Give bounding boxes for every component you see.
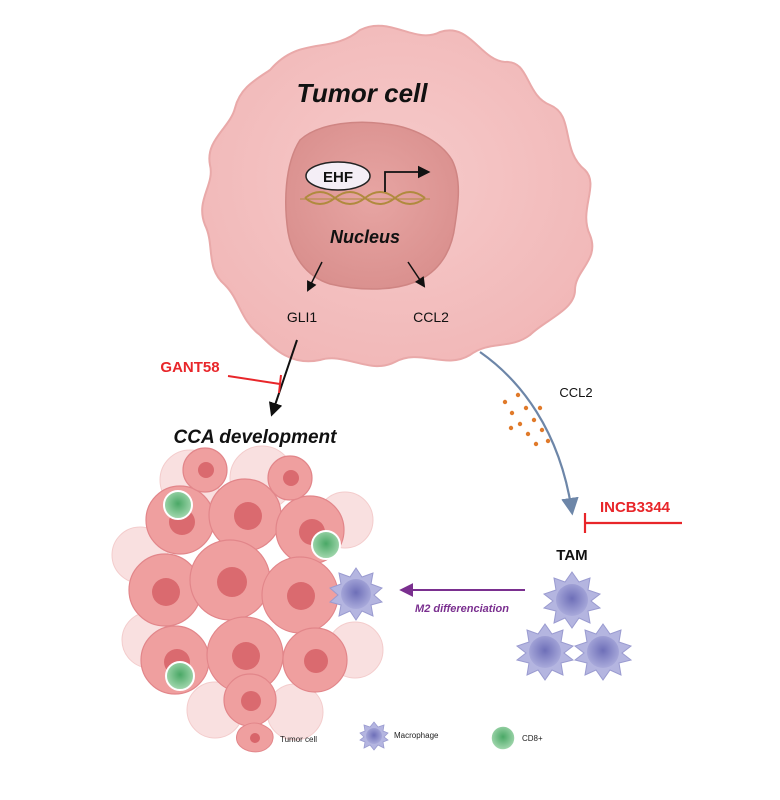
- tam-macrophage: [542, 571, 602, 629]
- ehf-factor: [305, 161, 371, 191]
- tumor-mass: [111, 445, 384, 741]
- tam-macrophage: [573, 623, 633, 681]
- cca-development-label: CCA development: [174, 427, 338, 448]
- nucleus: [285, 121, 460, 290]
- ehf-label: EHF: [323, 169, 353, 186]
- gli1-label: GLI1: [287, 309, 318, 325]
- nucleus-label: Nucleus: [330, 227, 400, 247]
- bent-arrow-icon: [384, 165, 431, 192]
- legend-macrophage-icon: [359, 721, 389, 751]
- tumor-cell-title: Tumor cell: [296, 78, 428, 108]
- legend: Tumor cell Macrophage CD8+: [236, 721, 543, 753]
- ccl2-secreted-label: CCL2: [559, 385, 592, 400]
- ccl2-secretion-arrow: [479, 351, 579, 516]
- tam-macrophage: [515, 623, 575, 681]
- macrophage-at-mass: [328, 567, 384, 621]
- arrow-to-gli1: [307, 261, 323, 292]
- legend-tumor-label: Tumor cell: [280, 735, 317, 744]
- legend-cd8-label: CD8+: [522, 734, 543, 743]
- ccl2-label: CCL2: [413, 309, 449, 325]
- incb3344-label: INCB3344: [600, 499, 671, 516]
- cd8-cell-in-mass: [163, 490, 341, 691]
- arrow-gli1-to-cca: [268, 339, 298, 417]
- m2-differentiation-label: M2 differenciation: [415, 603, 509, 615]
- incb3344-inhibition-icon: [583, 513, 682, 533]
- legend-tumor-icon: [236, 722, 274, 753]
- gant58-label: GANT58: [160, 359, 219, 376]
- legend-macrophage-label: Macrophage: [394, 731, 439, 740]
- t-bar-inhibition-icon: [227, 374, 282, 394]
- ccl2-dots: [502, 392, 551, 447]
- legend-cd8-icon: [490, 725, 516, 751]
- tam-label: TAM: [556, 547, 587, 564]
- arrow-to-ccl2: [407, 261, 426, 288]
- dna-helix-icon: [300, 191, 430, 205]
